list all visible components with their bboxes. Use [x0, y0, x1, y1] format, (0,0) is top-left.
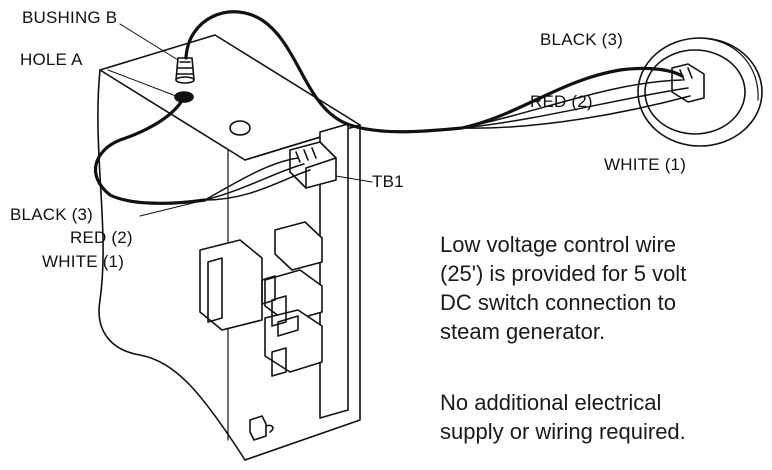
label-board-black: BLACK (3) [10, 205, 94, 224]
leader-board-labels [139, 199, 206, 217]
leader-tb1 [335, 175, 373, 183]
label-tb1: TB1 [372, 172, 404, 191]
enclosure-left-edge [97, 69, 246, 461]
note-no-supply: No additional electrical supply or wirin… [440, 388, 686, 446]
bushing-b [175, 57, 195, 84]
note-line: steam generator. [440, 319, 606, 344]
board-cable [93, 95, 207, 205]
label-board-red: RED (2) [70, 228, 133, 247]
label-board-white: WHITE (1) [42, 252, 125, 271]
label-switch-black: BLACK (3) [540, 30, 624, 49]
tb1-lead-black [204, 157, 299, 201]
label-hole-a: HOLE A [20, 50, 83, 69]
note-line: DC switch connection to [440, 290, 676, 315]
component-board [199, 221, 323, 377]
tb1-lead-white [204, 169, 311, 201]
switch-lead-black [461, 79, 683, 129]
note-line: (25') is provided for 5 volt [440, 261, 687, 286]
leader-hole-a [107, 69, 177, 97]
switch-lead-white [461, 95, 691, 129]
label-switch-white: WHITE (1) [604, 155, 687, 174]
steam-switch [637, 37, 763, 147]
label-switch-red: RED (2) [530, 92, 593, 111]
bottom-connector [249, 415, 274, 441]
note-line: Low voltage control wire [440, 232, 677, 257]
control-cable [184, 10, 684, 134]
tb1-terminal-block [289, 141, 337, 189]
leader-bushing-b [119, 23, 179, 61]
mounting-plate [319, 123, 349, 419]
note-line: No additional electrical [440, 390, 662, 415]
label-bushing-b: BUSHING B [22, 8, 118, 27]
knockout-hole [229, 120, 251, 136]
tb1-lead-red [204, 163, 305, 201]
note-control-wire: Low voltage control wire (25') is provid… [440, 230, 686, 346]
switch-lead-red [461, 87, 689, 129]
note-line: supply or wiring required. [440, 419, 686, 444]
